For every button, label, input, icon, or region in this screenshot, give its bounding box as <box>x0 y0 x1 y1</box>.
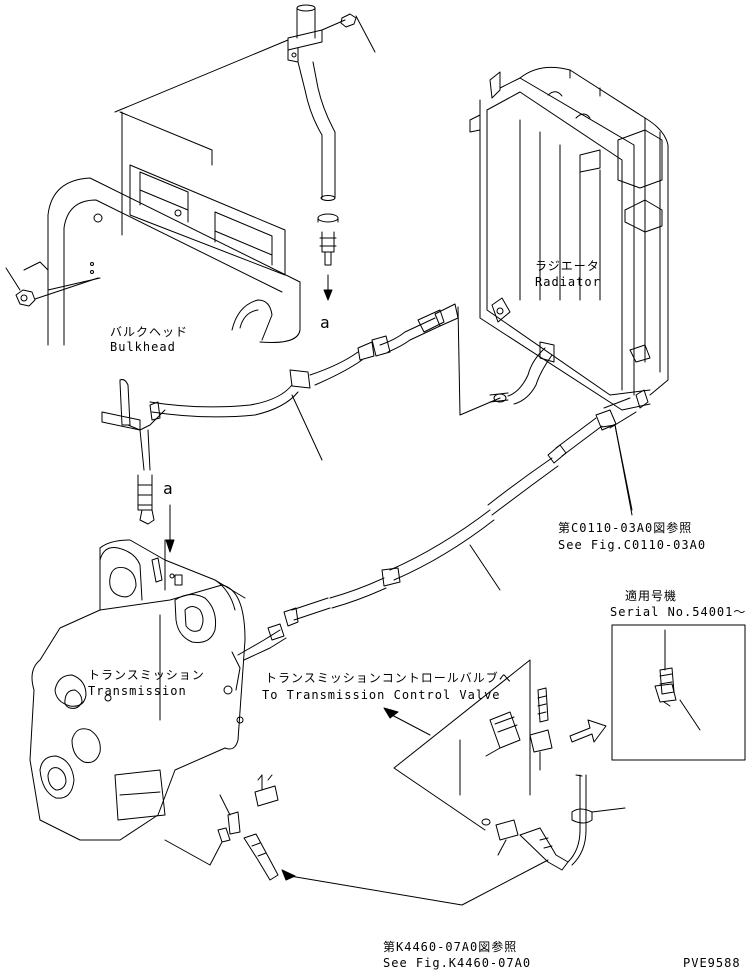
serial-arrow <box>569 719 607 743</box>
tcv-label-en: To Transmission Control Valve <box>262 688 501 702</box>
bulkhead-label-en: Bulkhead <box>110 340 176 354</box>
bracket-fitting <box>101 379 166 525</box>
serial-box <box>611 624 746 761</box>
radiator-pipes <box>149 303 637 691</box>
hose-detail <box>164 774 549 906</box>
ref-a-top: a <box>320 313 330 332</box>
radiator-label-en: Radiator <box>535 275 601 289</box>
radiator <box>469 66 669 411</box>
drawing-code: PVE9588 <box>683 956 741 970</box>
bulkhead <box>5 111 301 346</box>
ref-k4460-jp: 第K4460-07A0図参照 <box>383 940 518 954</box>
ref-c0110-jp: 第C0110-03A0図参照 <box>558 521 693 535</box>
vertical-pipe <box>114 4 376 301</box>
transmission-label-en: Transmission <box>88 684 187 698</box>
transmission <box>29 539 246 841</box>
ref-a-transmission: a <box>163 479 173 498</box>
radiator-label-jp: ラジエータ <box>535 259 600 273</box>
ref-k4460-en: See Fig.K4460-07A0 <box>383 956 532 970</box>
ref-a-arrow <box>165 504 175 553</box>
serial-label-jp: 適用号機 <box>625 589 678 603</box>
transmission-label-jp: トランスミッション <box>88 668 205 682</box>
tcv-detail <box>383 659 626 871</box>
leader-lines <box>291 394 633 591</box>
tcv-label-jp: トランスミッションコントロールバルブへ <box>265 671 512 685</box>
bulkhead-label-jp: バルクヘッド <box>110 325 189 339</box>
serial-label-en: Serial No.54001～ <box>610 605 747 619</box>
ref-c0110-en: See Fig.C0110-03A0 <box>558 538 707 552</box>
